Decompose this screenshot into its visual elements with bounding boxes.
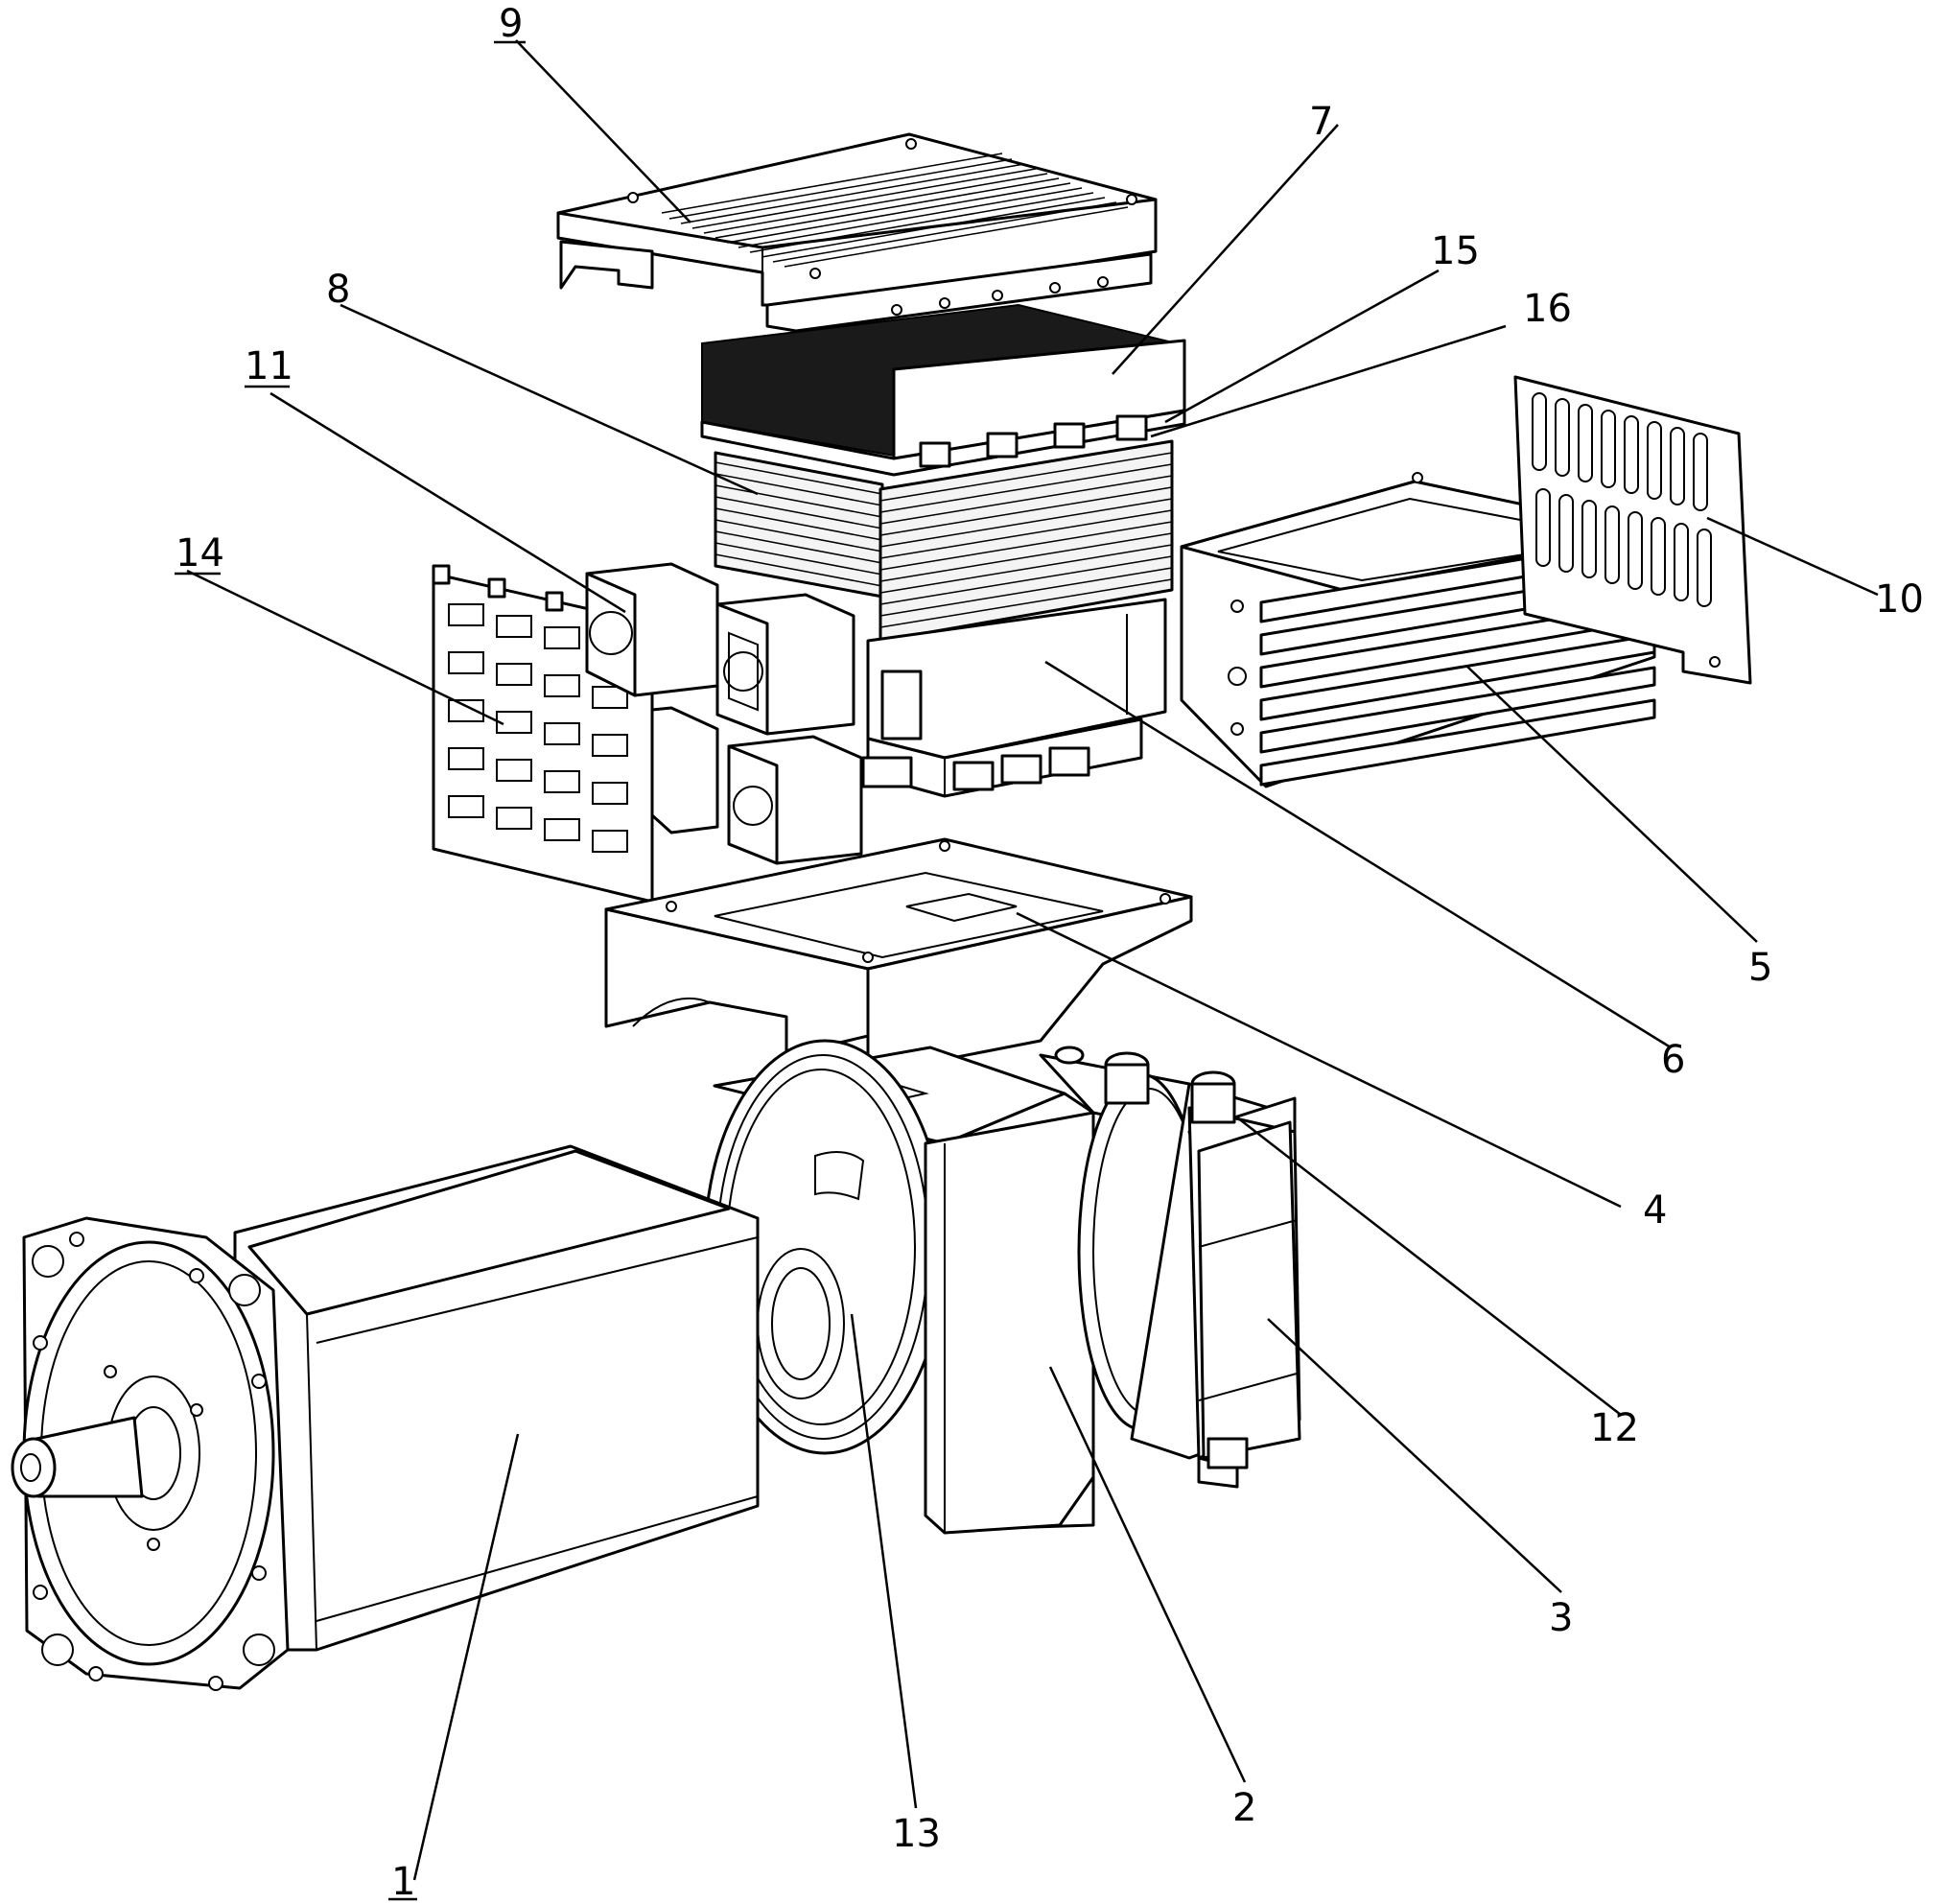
fan-lower-right xyxy=(729,737,861,863)
callout-6: 6 xyxy=(1661,1038,1685,1082)
part-3-rear-housing xyxy=(1189,1108,1300,1487)
leader-9 xyxy=(516,40,691,223)
callout-12: 12 xyxy=(1590,1406,1639,1450)
fan-lower-left xyxy=(652,708,717,833)
fan-upper-right xyxy=(717,595,854,734)
fan-upper-left xyxy=(587,564,717,695)
leader-3 xyxy=(1268,1319,1561,1592)
leader-16 xyxy=(1151,326,1506,436)
callout-13: 13 xyxy=(892,1812,941,1856)
callout-4: 4 xyxy=(1643,1188,1667,1233)
callout-7: 7 xyxy=(1309,100,1333,144)
callout-1: 1 xyxy=(391,1860,415,1904)
callout-11: 11 xyxy=(245,344,293,388)
callout-16: 16 xyxy=(1523,287,1572,331)
callout-15: 15 xyxy=(1431,229,1480,273)
callout-3: 3 xyxy=(1549,1596,1573,1640)
callout-9: 9 xyxy=(499,2,523,46)
callout-5: 5 xyxy=(1748,946,1772,990)
part-1-motor xyxy=(12,1146,758,1690)
callout-8: 8 xyxy=(326,268,350,312)
callout-2: 2 xyxy=(1232,1786,1256,1830)
leader-15 xyxy=(1165,270,1439,422)
callout-10: 10 xyxy=(1875,577,1924,622)
callout-14: 14 xyxy=(176,531,224,576)
part-9-top-cover xyxy=(558,134,1156,331)
leader-8 xyxy=(340,305,758,494)
part-4-mounting-adapter xyxy=(606,839,1191,1074)
